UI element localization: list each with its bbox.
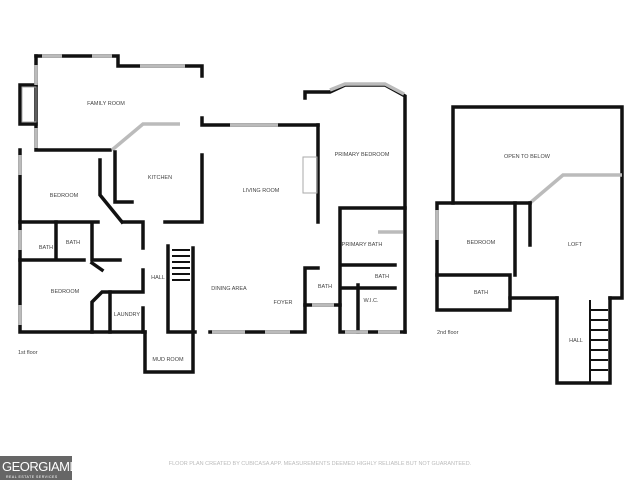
room-label: BATH bbox=[375, 274, 389, 280]
room-label: LOFT bbox=[568, 242, 583, 248]
room-label: HALL bbox=[151, 275, 165, 281]
floor-label: 2nd floor bbox=[437, 330, 459, 336]
room-label: LIVING ROOM bbox=[243, 188, 280, 194]
room-label: FAMILY ROOM bbox=[87, 101, 125, 107]
logo-text: GEORGIAMLS bbox=[2, 459, 85, 474]
room-label: BATH bbox=[474, 290, 488, 296]
room-label: LAUNDRY bbox=[114, 312, 141, 318]
floor-label: 1st floor bbox=[18, 350, 38, 356]
room-label: PRIMARY BEDROOM bbox=[335, 152, 390, 158]
georgia-mls-logo: GEORGIAMLS REAL ESTATE SERVICES bbox=[0, 456, 85, 480]
room-label: MUD ROOM bbox=[152, 357, 184, 363]
room-label: BEDROOM bbox=[50, 193, 79, 199]
room-label: BATH bbox=[318, 284, 332, 290]
logo-subtext: REAL ESTATE SERVICES bbox=[6, 475, 58, 479]
room-label: BEDROOM bbox=[467, 240, 496, 246]
room-label: PRIMARY BATH bbox=[342, 242, 383, 248]
room-label: OPEN TO BELOW bbox=[504, 154, 551, 160]
second-floor-walls bbox=[435, 105, 624, 385]
room-label: FOYER bbox=[274, 300, 293, 306]
room-label: BATH bbox=[66, 240, 80, 246]
room-label: KITCHEN bbox=[148, 175, 172, 181]
room-label: DINING AREA bbox=[211, 286, 247, 292]
disclaimer: FLOOR PLAN CREATED BY CUBICASA APP. MEAS… bbox=[169, 461, 472, 467]
room-label: BATH bbox=[39, 245, 53, 251]
room-labels: FAMILY ROOM KITCHEN LIVING ROOM PRIMARY … bbox=[18, 101, 583, 363]
room-label: HALL bbox=[569, 338, 583, 344]
room-label: W.I.C. bbox=[364, 298, 379, 304]
first-floor-walls bbox=[18, 54, 407, 374]
room-label: BEDROOM bbox=[51, 289, 80, 295]
